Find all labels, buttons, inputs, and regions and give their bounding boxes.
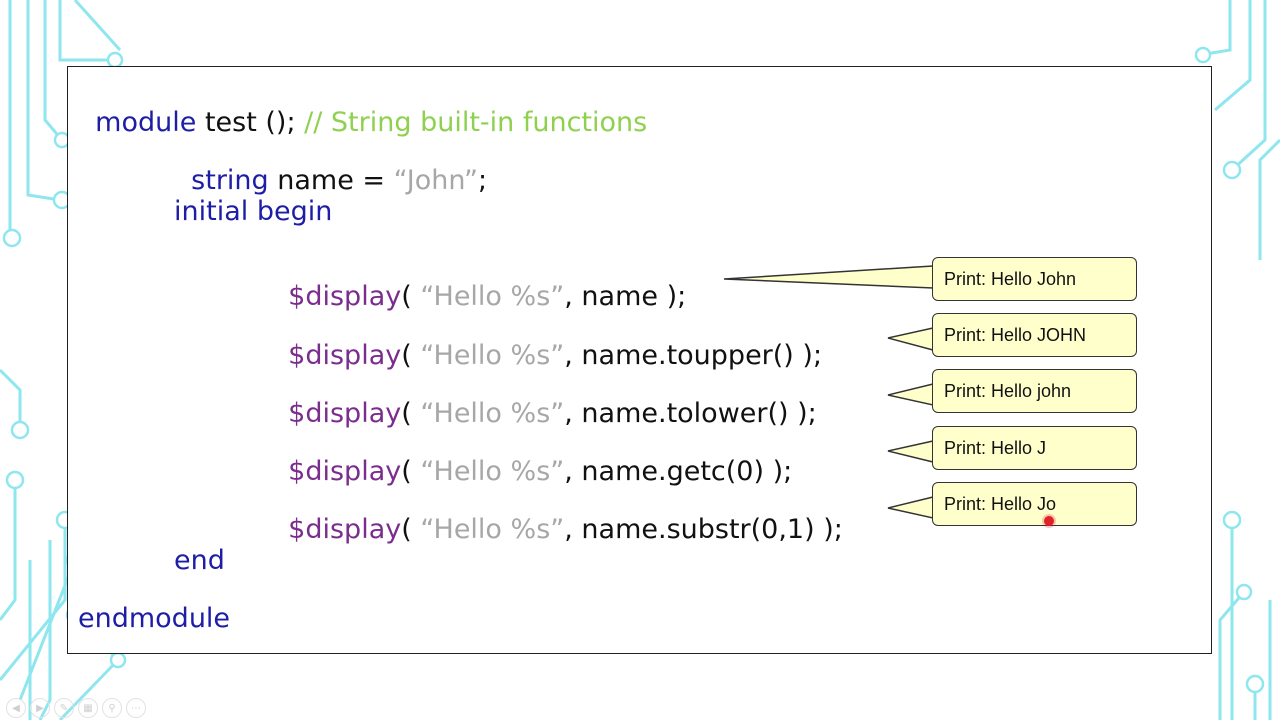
module-name: test (); xyxy=(196,107,296,138)
display-args: , name ); xyxy=(564,281,687,312)
display-open: ( xyxy=(401,514,421,545)
callout-output-3: Print: Hello john xyxy=(932,369,1137,413)
code-line-string-decl: string name = “John”; xyxy=(174,140,487,194)
pen-icon[interactable]: ✎ xyxy=(54,698,74,718)
prev-icon[interactable]: ◀ xyxy=(6,698,26,718)
slide-content-box xyxy=(67,66,1212,654)
next-icon[interactable]: ▶ xyxy=(30,698,50,718)
format-string: “Hello %s” xyxy=(420,398,565,429)
format-string: “Hello %s” xyxy=(420,340,565,371)
string-literal: “John” xyxy=(393,165,479,196)
display-args: , name.getc(0) ); xyxy=(564,456,793,487)
code-comment: // String built-in functions xyxy=(295,107,648,138)
zoom-icon[interactable]: ⚲ xyxy=(102,698,122,718)
display-args: , name.toupper() ); xyxy=(564,340,823,371)
code-line-endmodule: endmodule xyxy=(78,603,231,634)
code-line-module: module test (); // String built-in funct… xyxy=(78,82,647,136)
display-open: ( xyxy=(401,456,421,487)
format-string: “Hello %s” xyxy=(420,514,565,545)
code-line-display-1: $display( “Hello %s”, name ); xyxy=(271,256,686,310)
display-open: ( xyxy=(401,281,421,312)
display-open: ( xyxy=(401,398,421,429)
more-icon[interactable]: ⋯ xyxy=(126,698,146,718)
display-task: $display xyxy=(288,456,402,487)
code-line-display-5: $display( “Hello %s”, name.substr(0,1) )… xyxy=(271,489,843,543)
code-line-display-4: $display( “Hello %s”, name.getc(0) ); xyxy=(271,431,792,485)
code-line-display-3: $display( “Hello %s”, name.tolower() ); xyxy=(271,373,817,427)
laser-pointer-cursor xyxy=(1044,516,1054,526)
string-decl-name: name = xyxy=(268,165,394,196)
callout-output-1: Print: Hello John xyxy=(932,257,1137,301)
module-keyword: module xyxy=(95,107,197,138)
callout-output-5: Print: Hello Jo xyxy=(932,482,1137,526)
code-line-end: end xyxy=(174,545,225,576)
format-string: “Hello %s” xyxy=(420,456,565,487)
callout-output-4: Print: Hello J xyxy=(932,426,1137,470)
display-task: $display xyxy=(288,398,402,429)
display-open: ( xyxy=(401,340,421,371)
presentation-toolbar: ◀ ▶ ✎ ▦ ⚲ ⋯ xyxy=(6,698,146,718)
format-string: “Hello %s” xyxy=(420,281,565,312)
display-task: $display xyxy=(288,514,402,545)
callout-output-2: Print: Hello JOHN xyxy=(932,313,1137,357)
slides-icon[interactable]: ▦ xyxy=(78,698,98,718)
display-args: , name.substr(0,1) ); xyxy=(564,514,843,545)
string-keyword: string xyxy=(191,165,269,196)
display-task: $display xyxy=(288,281,402,312)
code-line-display-2: $display( “Hello %s”, name.toupper() ); xyxy=(271,315,822,369)
display-task: $display xyxy=(288,340,402,371)
semicolon: ; xyxy=(478,165,488,196)
display-args: , name.tolower() ); xyxy=(564,398,817,429)
code-line-initial-begin: initial begin xyxy=(174,196,333,227)
